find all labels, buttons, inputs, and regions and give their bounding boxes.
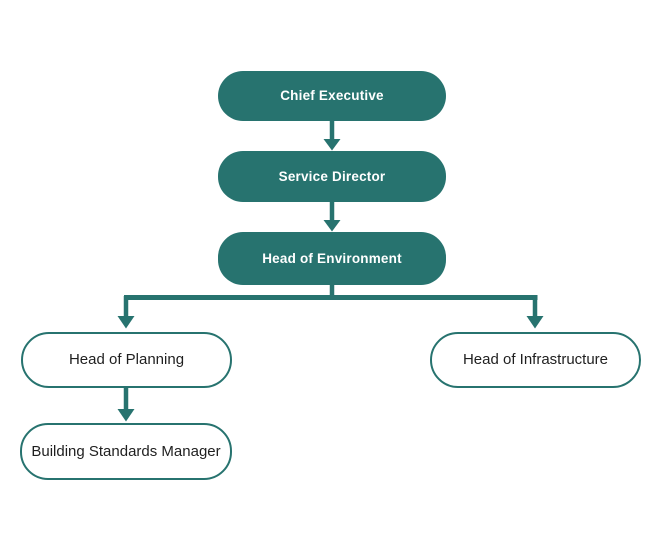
node-head-of-infrastructure: Head of Infrastructure	[430, 332, 641, 388]
connector-director-to-environment	[323, 202, 341, 232]
node-chief-executive: Chief Executive	[218, 71, 446, 121]
connector-environment-branch	[117, 285, 544, 329]
node-building-standards-manager: Building Standards Manager	[20, 423, 232, 480]
node-label: Head of Infrastructure	[462, 351, 609, 369]
node-label: Building Standards Manager	[31, 442, 221, 460]
node-head-of-environment: Head of Environment	[218, 232, 446, 285]
node-service-director: Service Director	[218, 151, 446, 202]
connector-chief-to-director	[323, 121, 341, 151]
node-label: Service Director	[278, 168, 386, 184]
arrow-down-icon	[323, 220, 341, 232]
node-head-of-planning: Head of Planning	[21, 332, 232, 388]
node-label: Chief Executive	[280, 88, 384, 104]
connector-planning-to-bsm	[117, 388, 135, 422]
arrow-down-icon	[117, 316, 135, 329]
arrow-down-icon	[526, 316, 544, 329]
node-label: Head of Environment	[262, 250, 402, 266]
arrow-down-icon	[117, 409, 135, 422]
arrow-down-icon	[323, 139, 341, 151]
node-label: Head of Planning	[68, 351, 185, 369]
